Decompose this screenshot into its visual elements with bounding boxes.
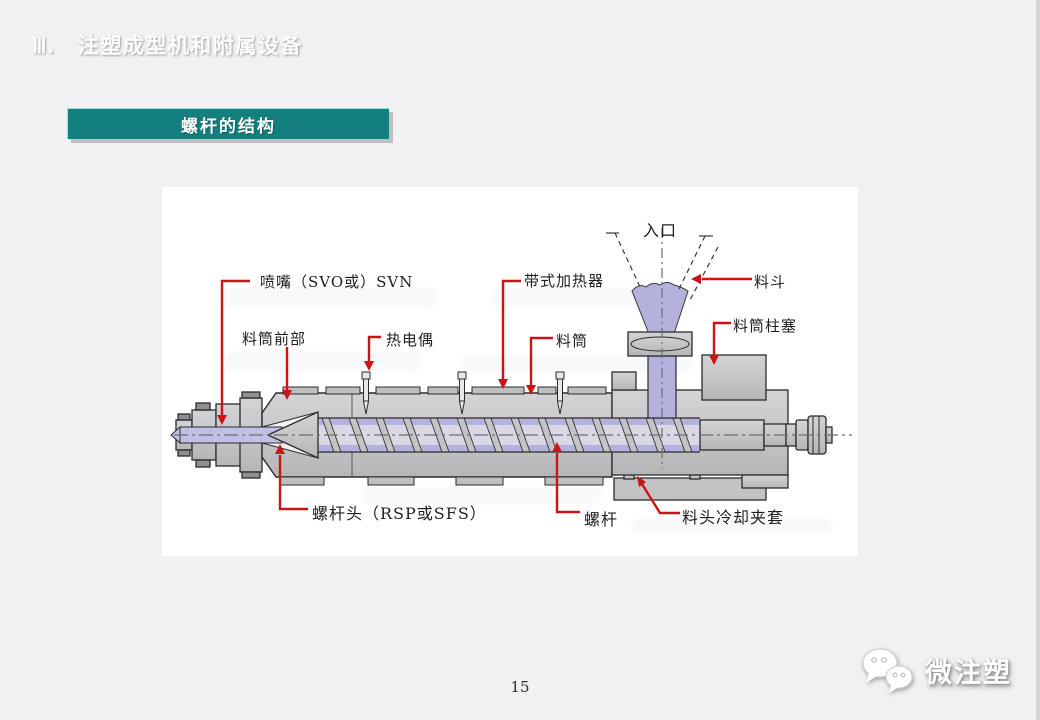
chat-bubbles-icon xyxy=(862,648,913,693)
brand-watermark: 微注塑 xyxy=(859,646,1012,694)
section-banner: 螺杆的结构 xyxy=(67,108,389,139)
section-banner-label: 螺杆的结构 xyxy=(181,116,276,136)
hopper-assembly xyxy=(606,232,719,419)
thermocouple-pins xyxy=(361,371,565,415)
leader-lines xyxy=(220,277,752,515)
page-number: 15 xyxy=(510,678,530,696)
hopper-material xyxy=(631,282,689,335)
screw-assembly-drawing xyxy=(170,228,852,515)
label-nozzle: 喷嘴（SVO或）SVN xyxy=(260,273,414,291)
hopper-hidden-outline xyxy=(606,232,719,301)
label-barrel-front: 料筒前部 xyxy=(242,330,307,348)
label-screw-head: 螺杆头（RSP或SFS） xyxy=(312,504,487,523)
label-screw: 螺杆 xyxy=(584,510,619,529)
leader-arrowheads xyxy=(217,274,719,487)
label-hopper: 料斗 xyxy=(754,273,787,291)
watermark-smudge xyxy=(362,487,602,503)
label-thermocouple: 热电偶 xyxy=(386,331,435,349)
right-edge-strip xyxy=(1036,0,1040,720)
barrel-plunger-block xyxy=(701,354,767,401)
watermark-smudge xyxy=(632,517,832,533)
label-barrel: 料筒 xyxy=(556,332,589,350)
band-heater-segments xyxy=(279,386,607,486)
watermark-smudge xyxy=(217,287,437,307)
slide-title: Ⅲ. 注塑成型机和附属设备 xyxy=(32,35,303,58)
label-band-heater: 带式加热器 xyxy=(524,272,605,290)
watermark-smudge xyxy=(222,353,422,371)
label-inlet: 入口 xyxy=(643,221,678,240)
diagram-panel: 入口 喷嘴（SVO或）SVN 带式加热器 料斗 料筒前部 热电偶 料筒 料筒柱塞… xyxy=(162,187,858,556)
label-cooling-jacket: 料头冷却夹套 xyxy=(682,508,785,527)
label-barrel-plunger: 料筒柱塞 xyxy=(733,317,798,335)
centerlines xyxy=(174,228,852,469)
watermark-smudge xyxy=(462,355,692,373)
hopper-collar xyxy=(627,331,693,357)
brand-name: 微注塑 xyxy=(925,657,1012,688)
